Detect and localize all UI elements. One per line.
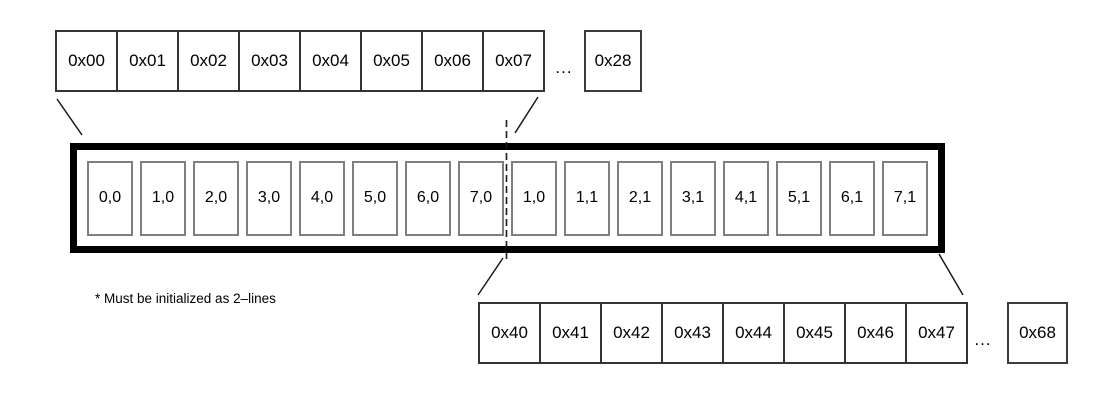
upper-tail-address-cell: 0x28 (584, 30, 642, 92)
lower-ellipsis: ... (974, 330, 992, 349)
address-cell: 0x00 (55, 30, 118, 92)
cache-cell: 6,0 (405, 160, 451, 236)
cache-cell: 4,0 (299, 160, 345, 236)
cache-cell: 1,0 (511, 160, 557, 236)
cache-cell: 4,1 (723, 160, 769, 236)
cache-cell: 6,1 (829, 160, 875, 236)
cache-cell: 0,0 (87, 160, 133, 236)
cache-cell: 3,1 (670, 160, 716, 236)
cache-cell: 3,0 (246, 160, 292, 236)
cache-cell: 2,0 (193, 160, 239, 236)
address-cell: 0x42 (600, 302, 663, 364)
cache-cell: 7,0 (458, 160, 504, 236)
cache-cell: 5,0 (352, 160, 398, 236)
address-cell: 0x05 (360, 30, 423, 92)
address-cell: 0x07 (482, 30, 545, 92)
address-cell: 0x43 (661, 302, 724, 364)
address-cell: 0x45 (783, 302, 846, 364)
connector-top-right-line (514, 96, 539, 134)
address-cell: 0x46 (844, 302, 907, 364)
address-cell: 0x01 (116, 30, 179, 92)
address-cell: 0x02 (177, 30, 240, 92)
connector-bottom-right-line (938, 253, 964, 296)
address-cell: 0x03 (238, 30, 301, 92)
cache-cell: 1,1 (564, 160, 610, 236)
address-cell: 0x41 (539, 302, 602, 364)
connector-top-left-line (56, 98, 83, 136)
footnote: * Must be initialized as 2–lines (95, 291, 276, 306)
cache-cell: 1,0 (140, 160, 186, 236)
address-cell: 0x04 (299, 30, 362, 92)
address-cell: 0x44 (722, 302, 785, 364)
address-cell: 0x40 (478, 302, 541, 364)
cache-cell: 7,1 (882, 160, 928, 236)
upper-ellipsis: ... (555, 58, 573, 77)
cache-cell: 2,1 (617, 160, 663, 236)
address-cell: 0x06 (421, 30, 484, 92)
cache-cell: 5,1 (776, 160, 822, 236)
address-cell: 0x47 (905, 302, 968, 364)
connector-bottom-left-line (477, 257, 504, 296)
lower-tail-address-cell: 0x68 (1007, 302, 1068, 364)
